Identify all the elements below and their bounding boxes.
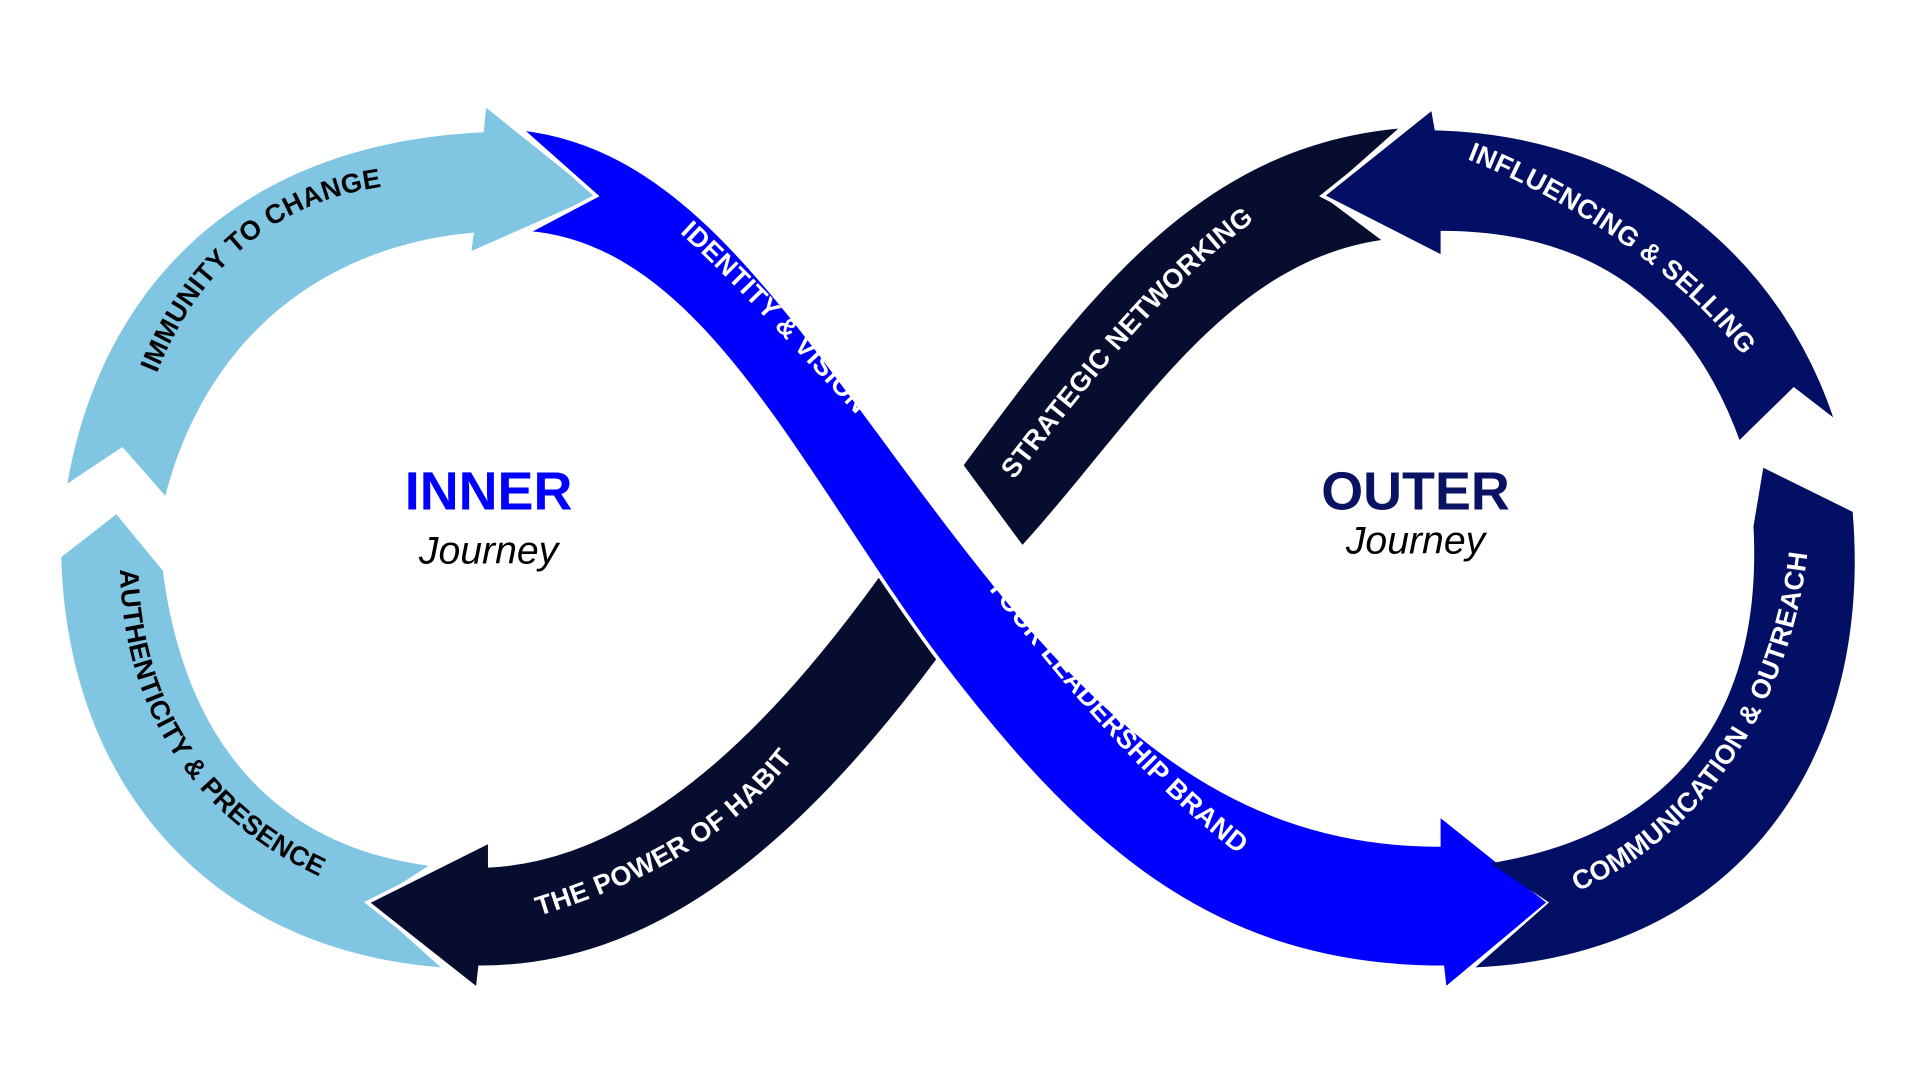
segment-authenticity-arrow: [61, 514, 441, 968]
outer-title: OUTER: [1321, 461, 1510, 521]
outer-subtitle: Journey: [1345, 519, 1488, 562]
inner-subtitle: Journey: [418, 529, 561, 572]
label-networking: STRATEGIC NETWORKING: [995, 201, 1258, 484]
segment-habit-arrow: [363, 550, 958, 993]
segment-identity-leadership-band: [514, 126, 1552, 993]
segment-networking-arrow: [963, 128, 1399, 545]
segment-influencing-arrow: [1319, 104, 1841, 447]
segment-communication-arrow: [1475, 467, 1855, 968]
inner-title: INNER: [405, 461, 573, 521]
segment-immunity-arrow: [67, 107, 597, 496]
